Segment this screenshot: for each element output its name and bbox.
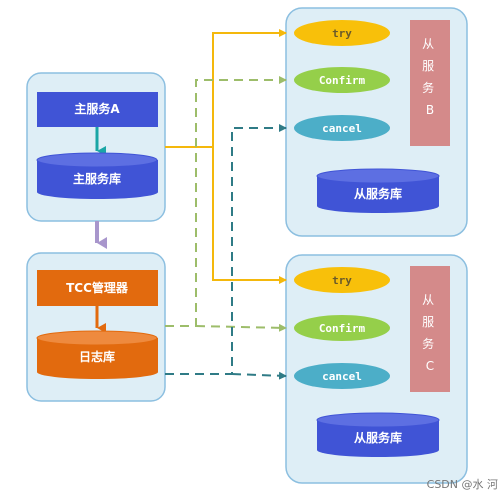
log-db (36, 330, 158, 380)
slave-b-cancel-pill (294, 115, 390, 141)
slave-c-vertical-label: 从 服 务 C (422, 293, 438, 373)
cancel-connector-c (231, 371, 287, 380)
slave-c-label-char: 务 (422, 336, 434, 351)
slave-c-confirm-label: Confirm (319, 322, 366, 335)
slave-b-label-char: 务 (422, 80, 434, 95)
slave-c-try-pill (294, 267, 390, 293)
cancel-connector-b (165, 124, 287, 375)
slave-b-confirm-label: Confirm (319, 74, 366, 87)
slave-c-db-label: 从服务库 (354, 430, 402, 445)
slave-c-confirm-pill (294, 315, 390, 341)
slave-c-label-char: 服 (422, 315, 434, 329)
slave-c-try-label: try (332, 274, 352, 287)
main-service-box (37, 92, 158, 127)
tcc-manager-box (37, 270, 158, 306)
watermark-text: CSDN @水 河 (427, 478, 498, 491)
slave-c-cancel-label: cancel (322, 370, 362, 383)
main-service-label: 主服务A (74, 101, 120, 116)
slave-b-db (316, 168, 440, 213)
main-service-db (36, 152, 158, 200)
slave-b-db-label: 从服务库 (354, 186, 402, 201)
slave-c-label-char: 从 (422, 293, 434, 307)
slave-b-vertical-label: 从 服 务 B (422, 37, 438, 117)
slave-c-label-char: C (426, 359, 434, 373)
try-connector-b (165, 29, 287, 148)
slave-b-confirm-pill (294, 67, 390, 93)
slave-b-label-char: 从 (422, 37, 434, 51)
log-db-label: 日志库 (79, 349, 115, 364)
slave-b-label-char: B (426, 103, 434, 117)
confirm-connector-c (195, 323, 287, 332)
slave-c-db (316, 412, 440, 457)
slave-b-cancel-label: cancel (322, 122, 362, 135)
slave-b-try-pill (294, 20, 390, 46)
slave-b-label-char: 服 (422, 59, 434, 73)
slave-c-cancel-pill (294, 363, 390, 389)
slave-b-label-box (410, 20, 450, 146)
try-connector-c (212, 147, 287, 284)
confirm-connector-b (165, 76, 287, 327)
slave-b-try-label: try (332, 27, 352, 40)
main-service-db-label: 主服务库 (73, 171, 121, 186)
slave-c-label-box (410, 266, 450, 392)
tcc-manager-label: TCC管理器 (66, 280, 129, 295)
